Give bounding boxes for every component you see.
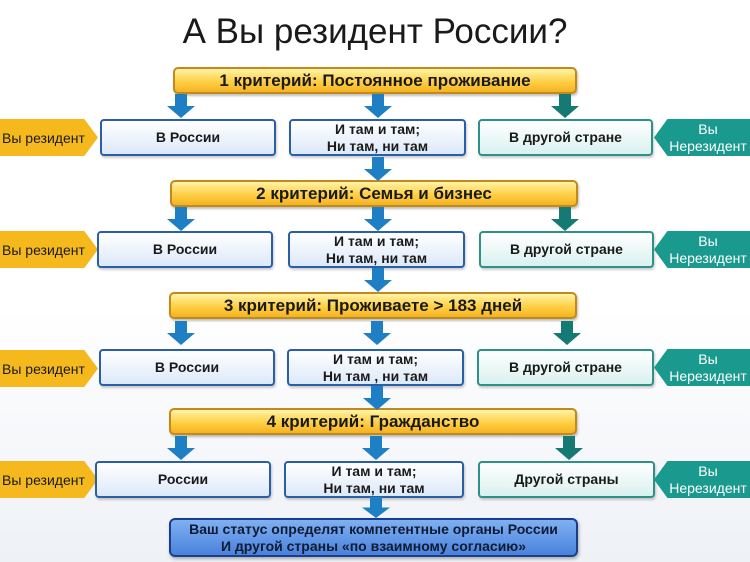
arrow-down-icon — [167, 207, 195, 231]
nonresident-tag-2: Вы Нерезидент — [654, 231, 750, 268]
criterion-1: 1 критерий: Постоянное проживание — [173, 67, 577, 94]
criterion-1-russia-box: В России — [100, 119, 276, 156]
arrow-down-icon — [363, 386, 391, 410]
arrow-down-icon — [551, 94, 579, 118]
nonresident-line-2: Нерезидент — [669, 137, 747, 154]
resident-tag-1: Вы резидент — [0, 119, 98, 156]
arrow-down-icon — [364, 94, 392, 118]
arrow-down-icon — [167, 321, 195, 345]
resident-tag-2: Вы резидент — [0, 231, 98, 268]
middle-line-2: Ни там, ни там — [323, 479, 425, 496]
arrow-down-icon — [362, 436, 390, 460]
arrow-down-icon — [551, 207, 579, 231]
final-line-1: Ваш статус определят компетентные органы… — [189, 520, 558, 537]
arrow-down-icon — [167, 94, 195, 118]
criterion-2-both-box: И там и там; Ни там, ни там — [288, 231, 465, 268]
arrow-down-icon — [364, 157, 392, 181]
criterion-4-both-box: И там и там; Ни там, ни там — [284, 461, 464, 498]
resident-tag-4: Вы резидент — [0, 461, 98, 498]
arrow-down-icon — [364, 268, 392, 292]
arrow-down-icon — [553, 321, 581, 345]
nonresident-line-2: Нерезидент — [669, 249, 747, 266]
nonresident-tag-4: Вы Нерезидент — [654, 461, 750, 498]
criterion-2: 2 критерий: Семья и бизнес — [170, 180, 578, 207]
criterion-4: 4 критерий: Гражданство — [169, 408, 577, 435]
middle-line-2: Ни там , ни там — [322, 367, 429, 384]
criterion-4-russia-box: России — [95, 461, 271, 498]
middle-line-1: И там и там; — [334, 232, 419, 249]
page-title: А Вы резидент России? — [182, 12, 568, 51]
criterion-3-abroad-box: В другой стране — [477, 349, 654, 386]
criterion-3-both-box: И там и там; Ни там , ни там — [287, 349, 464, 386]
arrow-down-icon — [363, 321, 391, 345]
middle-line-1: И там и там; — [333, 350, 418, 367]
middle-line-1: И там и там; — [335, 120, 420, 137]
criterion-1-abroad-box: В другой стране — [478, 119, 653, 156]
final-line-2: И другой страны «по взаимному согласию» — [220, 537, 527, 554]
nonresident-tag-3: Вы Нерезидент — [654, 349, 750, 386]
criterion-2-abroad-box: В другой стране — [479, 231, 654, 268]
nonresident-tag-1: Вы Нерезидент — [654, 119, 750, 156]
middle-line-2: Ни там, ни там — [326, 137, 429, 154]
nonresident-line-1: Вы — [698, 232, 718, 249]
middle-line-1: И там и там; — [331, 462, 417, 479]
arrow-down-icon — [555, 436, 583, 460]
arrow-down-icon — [362, 497, 390, 518]
nonresident-line-2: Нерезидент — [669, 367, 747, 384]
nonresident-line-2: Нерезидент — [669, 479, 747, 496]
criterion-4-abroad-box: Другой страны — [478, 461, 655, 498]
resident-tag-3: Вы резидент — [0, 350, 98, 387]
nonresident-line-1: Вы — [698, 120, 718, 137]
final-status-box: Ваш статус определят компетентные органы… — [169, 518, 578, 557]
criterion-1-both-box: И там и там; Ни там, ни там — [289, 119, 466, 156]
criterion-3-russia-box: В России — [99, 349, 275, 386]
nonresident-line-1: Вы — [698, 462, 718, 479]
arrow-down-icon — [167, 436, 195, 460]
criterion-2-russia-box: В России — [97, 231, 273, 268]
criterion-3: 3 критерий: Проживаете > 183 дней — [169, 292, 577, 319]
middle-line-2: Ни там, ни там — [325, 249, 428, 266]
nonresident-line-1: Вы — [698, 350, 718, 367]
arrow-down-icon — [364, 207, 392, 231]
